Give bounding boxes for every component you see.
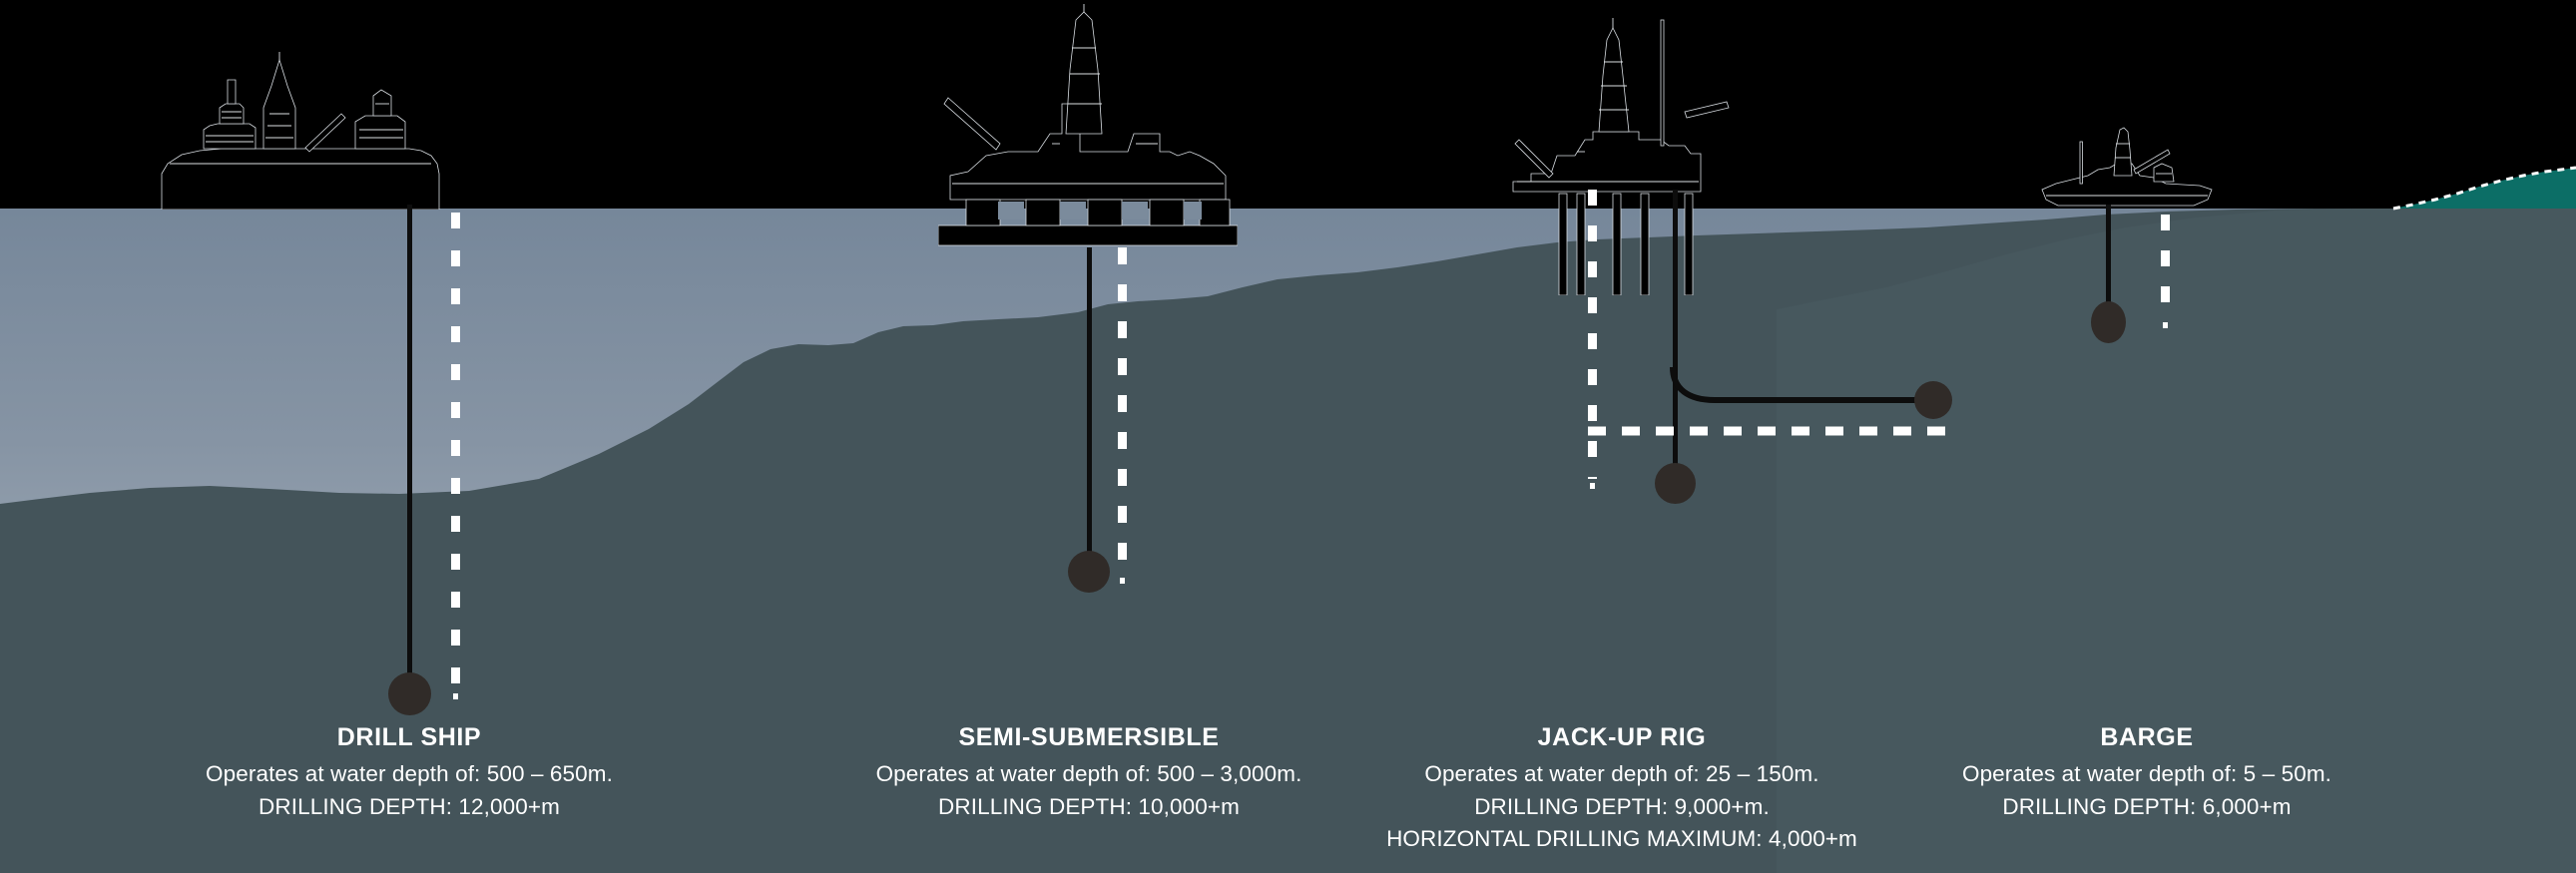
semi-submersible-title: SEMI-SUBMERSIBLE [958,723,1220,751]
drill-ship-title: DRILL SHIP [336,723,482,751]
semi-submersible-well-line [1087,247,1092,563]
jack-up-horizontal-reservoir [1914,381,1952,419]
jack-up-drilling-depth: DRILLING DEPTH: 9,000+m. [1474,793,1770,819]
semi-submersible-depth-measure [1118,247,1127,584]
semi-submersible-icon [938,4,1238,249]
label-semi-submersible: SEMI-SUBMERSIBLE Operates at water depth… [839,725,1338,828]
jack-up-horizontal-well [1670,367,1934,403]
jack-up-horizontal-measure [1588,426,1957,436]
barge-water-depth: Operates at water depth of: 5 – 50m. [1961,761,2332,786]
barge-title: BARGE [2100,723,2194,751]
jack-up-horizontal-drilling: HORIZONTAL DRILLING MAXIMUM: 4,000+m [1386,826,1857,851]
label-drill-ship: DRILL SHIP Operates at water depth of: 5… [160,725,659,828]
jack-up-depth-measure [1588,190,1597,489]
jack-up-title: JACK-UP RIG [1537,723,1707,751]
semi-submersible-water-depth: Operates at water depth of: 500 – 3,000m… [875,761,1302,786]
drill-ship-reservoir [388,672,431,715]
jack-up-well-line [1673,190,1678,477]
drill-ship-drilling-depth: DRILLING DEPTH: 12,000+m [258,793,560,819]
barge-drilling-depth: DRILLING DEPTH: 6,000+m [2002,793,2292,819]
jack-up-water-depth: Operates at water depth of: 25 – 150m. [1424,761,1819,786]
barge-depth-measure [2161,215,2170,328]
semi-submersible-drilling-depth: DRILLING DEPTH: 10,000+m [938,793,1240,819]
drill-ship-well-line [407,205,412,686]
semi-submersible-reservoir [1068,551,1110,593]
label-jack-up-rig: JACK-UP RIG Operates at water depth of: … [1372,725,1871,861]
drill-ship-depth-measure [451,213,460,699]
label-barge: BARGE Operates at water depth of: 5 – 50… [1897,725,2396,828]
drill-ship-water-depth: Operates at water depth of: 500 – 650m. [206,761,613,786]
drill-ship-icon [160,52,459,210]
barge-well-line [2106,205,2111,311]
barge-icon [2036,116,2216,210]
jack-up-reservoir [1655,463,1696,504]
jack-up-rig-icon [1489,6,1749,295]
barge-reservoir [2091,301,2126,343]
